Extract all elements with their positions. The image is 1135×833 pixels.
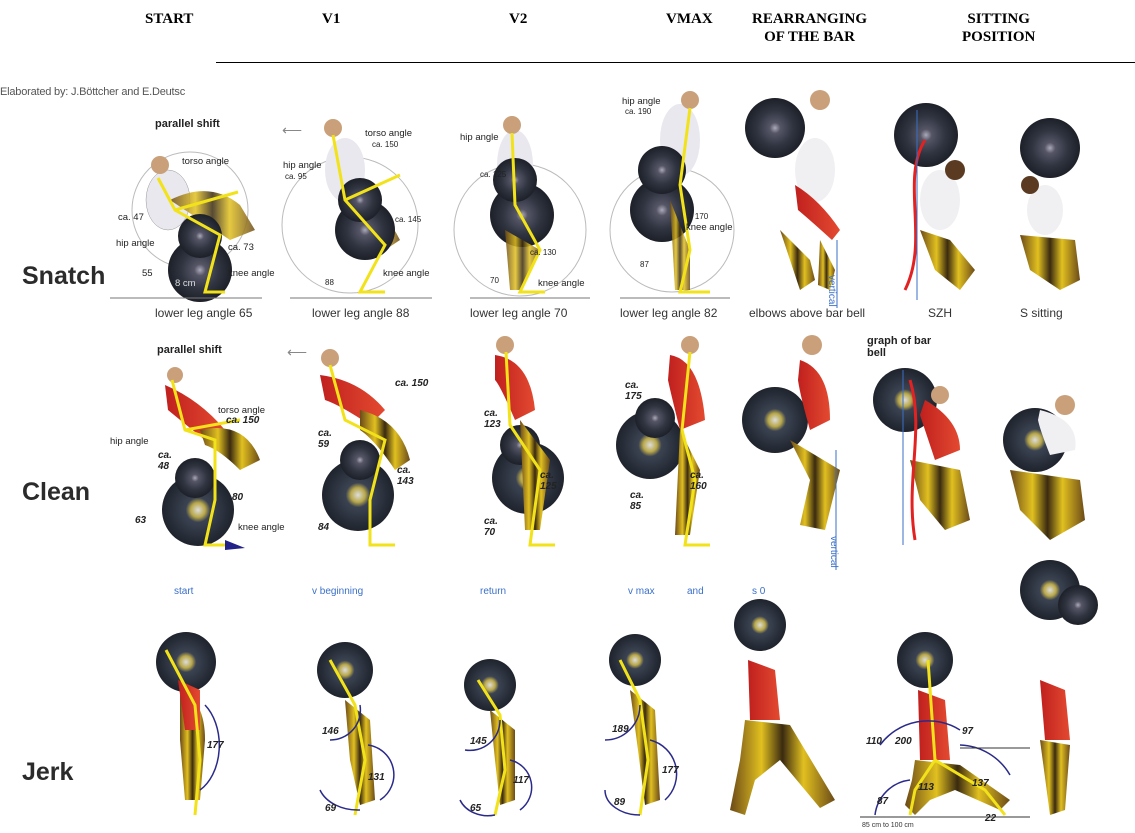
jerk-split-figure (730, 599, 835, 815)
jerk-vmax-89: 89 (614, 797, 625, 808)
clean-v2-figure (492, 336, 564, 545)
snatch-v2-ca130: ca. 130 (530, 248, 556, 257)
clean-parallel-shift: parallel shift (157, 344, 222, 356)
clean-vmax-ca85: ca. 85 (630, 490, 644, 512)
jerk-vmax-189: 189 (612, 724, 629, 735)
snatch-label-ca73: ca. 73 (228, 242, 254, 253)
clean-label-knee-angle: knee angle (238, 522, 284, 533)
snatch-v1-88: 88 (325, 278, 334, 287)
clean-label-80: 80 (232, 492, 243, 503)
snatch-v1-ca95: ca. 95 (285, 172, 307, 181)
jerk-v2-65: 65 (470, 803, 481, 814)
snatch-label-torso-angle: torso angle (182, 156, 229, 167)
snatch-vmax-ca190: ca. 190 (625, 107, 651, 116)
snatch-v2-figure (454, 116, 590, 298)
jerk-analysis-110: 110 (866, 736, 882, 747)
jerk-v1-131: 131 (368, 772, 385, 783)
clean-graph-of-bar: graph of bar bell (867, 335, 931, 359)
snatch-v1-torso-angle: torso angle (365, 128, 412, 139)
clean-label-63: 63 (135, 515, 146, 526)
snatch-caption-vmax: lower leg angle 82 (620, 306, 717, 320)
snatch-vmax-figure (610, 91, 734, 298)
jerk-start-figure (156, 632, 219, 815)
snatch-v2-70: 70 (490, 276, 499, 285)
jerk-caption-start: start (174, 586, 193, 597)
jerk-distance-note: 85 cm to 100 cm (862, 822, 914, 829)
snatch-vertical-label: vertical (826, 275, 837, 307)
snatch-vmax-87: 87 (640, 260, 649, 269)
clean-v1-ca59: ca. 59 (318, 428, 332, 450)
snatch-parallel-shift: parallel shift (155, 118, 220, 130)
jerk-caption-return: return (480, 586, 506, 597)
jerk-v1-146: 146 (322, 726, 339, 737)
jerk-analysis-97: 97 (962, 726, 973, 737)
snatch-caption-v1: lower leg angle 88 (312, 306, 409, 320)
clean-sitting-bar-figure (873, 368, 970, 545)
snatch-v2-knee-angle: knee angle (538, 278, 584, 289)
jerk-v2-117: 117 (513, 775, 529, 786)
clean-vmax-figure (616, 336, 710, 545)
snatch-v1-ca145: ca. 145 (395, 215, 421, 224)
snatch-vmax-hip-angle: hip angle (622, 96, 661, 107)
clean-label-ca150a: ca. 150 (226, 415, 259, 426)
snatch-v2-ca125: ca. 125 (480, 170, 506, 179)
snatch-vmax-knee-angle: knee angle (686, 222, 732, 233)
clean-label-hip-angle: hip angle (110, 436, 149, 447)
snatch-v1-knee-angle: knee angle (383, 268, 429, 279)
snatch-vmax-gt170: > 170 (688, 212, 708, 221)
jerk-v2-145: 145 (470, 736, 487, 747)
jerk-caption-v-beginning: v beginning (312, 586, 363, 597)
jerk-analysis-200: 200 (895, 736, 912, 747)
clean-sitting-figure (1003, 395, 1085, 540)
snatch-v2-hip-angle: hip angle (460, 132, 499, 143)
jerk-caption-s0: s 0 (752, 586, 765, 597)
snatch-caption-start: lower leg angle 65 (155, 306, 252, 320)
snatch-label-weight: 8 cm (175, 278, 196, 289)
jerk-analysis-113: 113 (918, 782, 934, 793)
clean-v1-ca143: ca. 143 (397, 465, 414, 487)
jerk-vmax-177: 177 (662, 765, 679, 776)
jerk-start-177: 177 (207, 740, 224, 751)
jerk-analysis-137: 137 (972, 778, 989, 789)
jerk-caption-and: and (687, 586, 704, 597)
snatch-v1-ca150: ca. 150 (372, 140, 398, 149)
clean-vmax-ca175: ca. 175 (625, 380, 642, 402)
snatch-caption-rearranging: elbows above bar bell (749, 306, 865, 320)
clean-v2-ca70: ca. 70 (484, 516, 498, 538)
clean-rearranging-figure (742, 335, 840, 570)
shift-arrow-icon: ⟵ (282, 122, 302, 139)
snatch-caption-v2: lower leg angle 70 (470, 306, 567, 320)
snatch-szh-figure (894, 103, 975, 300)
snatch-caption-sitting: S sitting (1020, 306, 1063, 320)
jerk-v1-69: 69 (325, 803, 336, 814)
shift-arrow-icon-clean: ⟵ (287, 344, 307, 361)
clean-v1-ca150: ca. 150 (395, 378, 428, 389)
clean-vmax-ca160: ca. 160 (690, 470, 707, 492)
snatch-caption-szh: SZH (928, 306, 952, 320)
snatch-label-knee-angle: knee angle (228, 268, 274, 279)
clean-label-ca48: ca. 48 (158, 450, 172, 472)
clean-v1-84: 84 (318, 522, 329, 533)
snatch-v1-hip-angle: hip angle (283, 160, 322, 171)
jerk-caption-v-max: v max (628, 586, 655, 597)
jerk-analysis-87: 87 (877, 796, 888, 807)
clean-v2-ca125: ca. 125 (540, 470, 557, 492)
snatch-sitting-figure (1020, 118, 1080, 290)
snatch-label-55: 55 (142, 268, 153, 279)
clean-v2-ca123: ca. 123 (484, 408, 501, 430)
snatch-label-hip-angle: hip angle (116, 238, 155, 249)
snatch-label-ca47: ca. 47 (118, 212, 144, 223)
jerk-analysis-figure (860, 632, 1030, 817)
jerk-analysis-22: 22 (985, 813, 996, 824)
jerk-overhead-figure (1020, 560, 1098, 815)
clean-vertical-label: vertical (828, 536, 839, 568)
